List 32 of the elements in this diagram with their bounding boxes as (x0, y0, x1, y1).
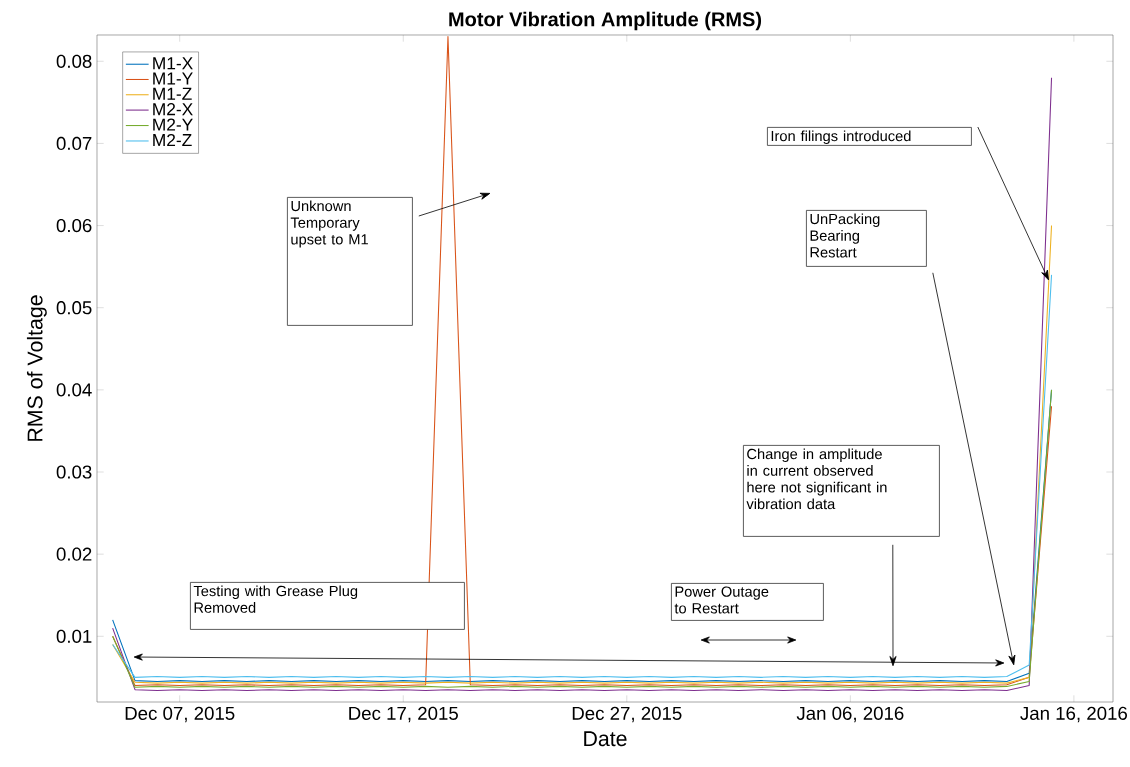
annotation-box: Iron filings introduced (767, 127, 972, 146)
y-tick-label: 0.02 (56, 547, 92, 561)
legend-label: M2-Z (153, 133, 192, 147)
annotation-box: Testing with Grease Plug Removed (190, 582, 465, 630)
legend-label: M1-Y (153, 72, 193, 85)
y-tick-label: 0.01 (56, 629, 92, 643)
arrow (932, 272, 1016, 666)
arrow (977, 126, 1049, 281)
annotation-box: UnPacking Bearing Restart (806, 210, 927, 267)
y-tick-label: 0.06 (56, 218, 92, 233)
y-tick-label: 0.08 (56, 54, 92, 68)
legend-label: M2-X (153, 103, 193, 116)
x-tick-label: Jan 06, 2016 (796, 706, 904, 723)
x-tick-label: Jan 16, 2016 (1020, 706, 1128, 723)
y-tick-label: 0.04 (56, 383, 92, 397)
x-tick-label: Dec 07, 2015 (125, 706, 235, 723)
arrow (889, 544, 897, 667)
x-axis-title: Date (584, 731, 627, 747)
y-tick-label: 0.05 (56, 301, 92, 315)
annotation-box: Power Outage to Restart (671, 583, 824, 621)
x-tick-label: Dec 17, 2015 (349, 706, 458, 723)
y-tick-label: 0.07 (56, 136, 92, 151)
y-tick-label: 0.03 (56, 465, 92, 479)
legend-label: M2-Y (153, 118, 193, 131)
chart-title: Motor Vibration Amplitude (RMS) (449, 11, 762, 31)
annotation-box: Change in amplitude in current observed here not significant in vibration data (743, 445, 940, 537)
legend-label: M1-Z (153, 87, 192, 100)
arrow (418, 192, 491, 217)
legend-label: M1-X (153, 57, 193, 70)
x-tick-label: Dec 27, 2015 (572, 706, 682, 723)
annotation-box: Unknown Temporary upset to M1 (287, 197, 413, 326)
y-axis-title: RMS of Voltage (26, 295, 47, 441)
